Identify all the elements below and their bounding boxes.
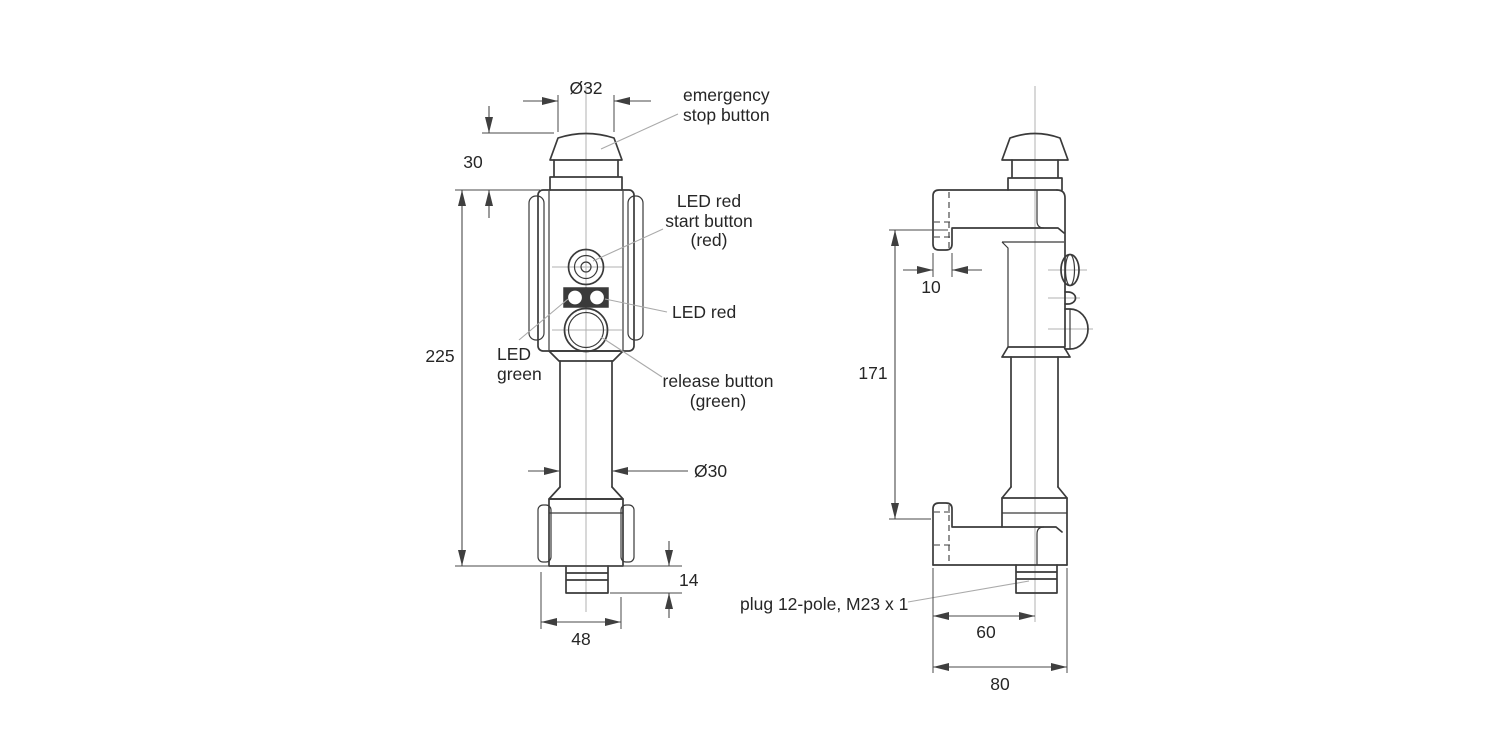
- dim-base-width: 48: [540, 572, 622, 649]
- label-led-green-line1: LED: [497, 344, 531, 364]
- emergency-stop-button-cap: [549, 132, 623, 161]
- emergency-stop-button-neck: [549, 159, 623, 191]
- dim-tube-diameter: Ø30: [528, 461, 727, 481]
- start-button-mid-ring: [573, 254, 599, 280]
- release-button-inner: [567, 311, 605, 349]
- leader-start-button: [592, 228, 664, 262]
- front-view: [528, 86, 644, 612]
- dim-depth: 80: [933, 568, 1068, 694]
- front-upper-flange: [548, 350, 624, 362]
- leader-release-button: [600, 336, 663, 378]
- dim-bracket-span: 171: [858, 229, 948, 520]
- led-green-lens: [566, 289, 584, 306]
- front-right-ear: [627, 195, 644, 341]
- dim-text-button-height: 30: [463, 152, 483, 172]
- side-lower-flare: [1001, 486, 1068, 499]
- side-plug: [1015, 564, 1058, 594]
- side-led-bump: [1064, 291, 1077, 305]
- front-labels: emergency stop button LED red start butt…: [497, 85, 1030, 614]
- start-button: [567, 248, 605, 286]
- label-plug: plug 12-pole, M23 x 1: [740, 580, 1030, 614]
- front-dimensions: Ø32 30 225 Ø30 14: [425, 78, 727, 649]
- front-shaft: [559, 360, 613, 488]
- side-view: [932, 86, 1093, 622]
- leader-led-green: [518, 298, 569, 341]
- label-emergency-stop-line2: stop button: [683, 105, 770, 125]
- side-start-button-bump: [1060, 253, 1080, 287]
- leader-plug: [907, 580, 1030, 603]
- front-plug: [565, 565, 609, 594]
- led-indicators: [563, 287, 609, 308]
- label-emergency-stop-line1: emergency: [683, 85, 770, 105]
- leader-emergency-stop: [600, 113, 679, 150]
- label-plug-line1: plug 12-pole, M23 x 1: [740, 594, 908, 614]
- label-led-green-line2: green: [497, 364, 542, 384]
- side-bottom-bracket: [932, 502, 1068, 566]
- dim-text-button-diameter: Ø32: [569, 78, 602, 98]
- dim-text-plug-offset: 60: [976, 622, 996, 642]
- dim-text-depth: 80: [990, 674, 1010, 694]
- dim-text-bracket-span: 171: [858, 363, 887, 383]
- leader-led-red: [604, 298, 668, 313]
- side-body-step: [1001, 241, 1064, 347]
- dim-plug-height: 14: [610, 541, 699, 618]
- label-start-button-line3: (red): [691, 230, 728, 250]
- front-base-right-ear: [620, 504, 635, 563]
- side-emergency-stop-cap: [1001, 132, 1069, 161]
- label-led-red-line1: LED red: [672, 302, 736, 322]
- label-release-button-line1: release button: [663, 371, 774, 391]
- side-release-button-bump: [1064, 308, 1089, 350]
- label-emergency-stop: emergency stop button: [600, 85, 770, 150]
- dim-button-diameter: Ø32: [523, 78, 651, 132]
- start-button-center: [580, 261, 592, 273]
- dim-text-base-width: 48: [571, 629, 590, 649]
- dim-text-tube-diameter: Ø30: [694, 461, 727, 481]
- led-red-lens: [588, 289, 606, 306]
- dim-text-plug-height: 14: [679, 570, 699, 590]
- side-upper-flange: [1001, 346, 1071, 358]
- label-start-button: LED red start button (red): [592, 191, 753, 262]
- side-top-bracket: [932, 189, 1066, 348]
- label-led-green: LED green: [497, 298, 569, 384]
- front-left-ear: [528, 195, 545, 341]
- label-start-button-line2: start button: [665, 211, 753, 231]
- dim-plug-offset: 60: [932, 568, 1035, 673]
- start-button-outer-ring: [567, 248, 605, 286]
- label-start-button-line1: LED red: [677, 191, 741, 211]
- dim-body-height: 225: [425, 189, 682, 567]
- dim-text-bracket-foot: 10: [921, 277, 941, 297]
- dim-button-height: 30: [463, 106, 554, 218]
- label-led-red: LED red: [604, 298, 736, 322]
- front-base-left-ear: [537, 504, 552, 563]
- label-release-button-line2: (green): [690, 391, 746, 411]
- side-emergency-stop-neck: [1007, 159, 1063, 191]
- dim-bracket-foot: 10: [903, 253, 982, 297]
- label-release-button: release button (green): [600, 336, 774, 411]
- dim-text-body-height: 225: [425, 346, 454, 366]
- side-dimensions: 10 171 60 80: [858, 229, 1068, 694]
- side-shaft: [1010, 356, 1059, 488]
